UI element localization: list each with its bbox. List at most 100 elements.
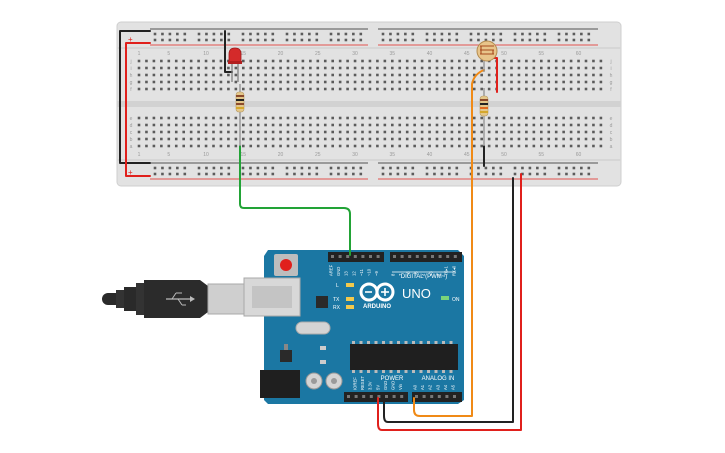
- breadboard-hole[interactable]: [405, 59, 409, 63]
- breadboard-hole[interactable]: [219, 73, 223, 77]
- breadboard-hole[interactable]: [219, 66, 223, 70]
- rail-hole[interactable]: [587, 38, 591, 42]
- breadboard-hole[interactable]: [584, 144, 588, 148]
- breadboard-hole[interactable]: [264, 137, 267, 141]
- rail-hole[interactable]: [161, 32, 164, 36]
- breadboard-hole[interactable]: [584, 73, 588, 77]
- rail-hole[interactable]: [205, 38, 208, 42]
- breadboard-hole[interactable]: [554, 66, 558, 70]
- breadboard-hole[interactable]: [264, 144, 267, 148]
- rail-hole[interactable]: [359, 166, 363, 170]
- breadboard-hole[interactable]: [443, 66, 446, 70]
- breadboard-hole[interactable]: [167, 87, 171, 91]
- breadboard-hole[interactable]: [376, 87, 379, 91]
- rail-hole[interactable]: [411, 38, 415, 42]
- breadboard-hole[interactable]: [465, 59, 469, 63]
- wire-rail-red-left[interactable]: [125, 42, 151, 177]
- breadboard-hole[interactable]: [346, 66, 349, 70]
- breadboard-hole[interactable]: [145, 59, 148, 63]
- breadboard-hole[interactable]: [167, 66, 171, 70]
- breadboard-hole[interactable]: [316, 116, 320, 120]
- breadboard-hole[interactable]: [167, 73, 171, 77]
- breadboard-hole[interactable]: [227, 80, 230, 84]
- breadboard-hole[interactable]: [242, 137, 245, 141]
- breadboard-hole[interactable]: [599, 137, 603, 141]
- breadboard-hole[interactable]: [316, 137, 320, 141]
- rail-hole[interactable]: [521, 172, 524, 176]
- breadboard-hole[interactable]: [554, 123, 558, 127]
- breadboard-hole[interactable]: [532, 73, 536, 77]
- breadboard-hole[interactable]: [197, 144, 200, 148]
- breadboard-hole[interactable]: [353, 87, 357, 91]
- rail-hole[interactable]: [565, 32, 568, 36]
- breadboard-hole[interactable]: [525, 137, 528, 141]
- breadboard-hole[interactable]: [174, 123, 178, 127]
- breadboard-hole[interactable]: [256, 80, 260, 84]
- breadboard-hole[interactable]: [279, 80, 282, 84]
- breadboard-hole[interactable]: [279, 66, 282, 70]
- header-pin[interactable]: [437, 395, 441, 398]
- breadboard-hole[interactable]: [532, 87, 536, 91]
- breadboard-hole[interactable]: [301, 144, 305, 148]
- breadboard-hole[interactable]: [540, 87, 543, 91]
- breadboard-hole[interactable]: [234, 80, 238, 84]
- breadboard-hole[interactable]: [487, 116, 491, 120]
- breadboard-hole[interactable]: [309, 80, 312, 84]
- breadboard-hole[interactable]: [443, 116, 446, 120]
- breadboard-hole[interactable]: [428, 59, 431, 63]
- rail-hole[interactable]: [381, 172, 385, 176]
- breadboard-hole[interactable]: [525, 116, 528, 120]
- breadboard-hole[interactable]: [599, 87, 603, 91]
- breadboard-hole[interactable]: [554, 73, 558, 77]
- breadboard-hole[interactable]: [532, 123, 536, 127]
- rail-hole[interactable]: [469, 38, 473, 42]
- header-pin[interactable]: [400, 395, 404, 398]
- breadboard-hole[interactable]: [249, 87, 253, 91]
- breadboard-hole[interactable]: [554, 116, 558, 120]
- breadboard-hole[interactable]: [331, 123, 334, 127]
- breadboard-hole[interactable]: [286, 116, 290, 120]
- breadboard-hole[interactable]: [323, 137, 327, 141]
- breadboard-hole[interactable]: [204, 87, 208, 91]
- breadboard-hole[interactable]: [212, 73, 215, 77]
- breadboard-hole[interactable]: [458, 87, 461, 91]
- rail-hole[interactable]: [425, 38, 429, 42]
- breadboard-hole[interactable]: [353, 80, 357, 84]
- breadboard-hole[interactable]: [428, 123, 431, 127]
- breadboard-hole[interactable]: [212, 66, 215, 70]
- breadboard-hole[interactable]: [256, 73, 260, 77]
- breadboard-hole[interactable]: [189, 80, 193, 84]
- breadboard-hole[interactable]: [323, 87, 327, 91]
- breadboard-hole[interactable]: [420, 116, 424, 120]
- breadboard-hole[interactable]: [480, 144, 483, 148]
- breadboard-hole[interactable]: [346, 137, 349, 141]
- rail-hole[interactable]: [528, 166, 532, 170]
- breadboard-hole[interactable]: [242, 123, 245, 127]
- breadboard-hole[interactable]: [212, 59, 215, 63]
- led[interactable]: [228, 47, 242, 82]
- breadboard-hole[interactable]: [599, 66, 603, 70]
- breadboard-hole[interactable]: [577, 116, 580, 120]
- breadboard-hole[interactable]: [301, 87, 305, 91]
- breadboard-hole[interactable]: [294, 116, 297, 120]
- breadboard-hole[interactable]: [458, 137, 461, 141]
- breadboard-hole[interactable]: [398, 144, 402, 148]
- rail-hole[interactable]: [300, 38, 304, 42]
- breadboard-hole[interactable]: [368, 80, 372, 84]
- rail-hole[interactable]: [425, 32, 429, 36]
- breadboard-hole[interactable]: [264, 87, 267, 91]
- breadboard-hole[interactable]: [152, 144, 156, 148]
- breadboard-hole[interactable]: [182, 144, 185, 148]
- breadboard-hole[interactable]: [413, 130, 416, 134]
- breadboard-hole[interactable]: [532, 59, 536, 63]
- rail-hole[interactable]: [197, 166, 201, 170]
- breadboard-hole[interactable]: [152, 80, 156, 84]
- breadboard-hole[interactable]: [286, 130, 290, 134]
- rail-hole[interactable]: [440, 38, 444, 42]
- breadboard-hole[interactable]: [569, 144, 573, 148]
- wires[interactable]: [119, 30, 522, 431]
- breadboard-hole[interactable]: [383, 123, 387, 127]
- rail-hole[interactable]: [521, 166, 524, 170]
- breadboard-hole[interactable]: [458, 116, 461, 120]
- breadboard-hole[interactable]: [182, 123, 185, 127]
